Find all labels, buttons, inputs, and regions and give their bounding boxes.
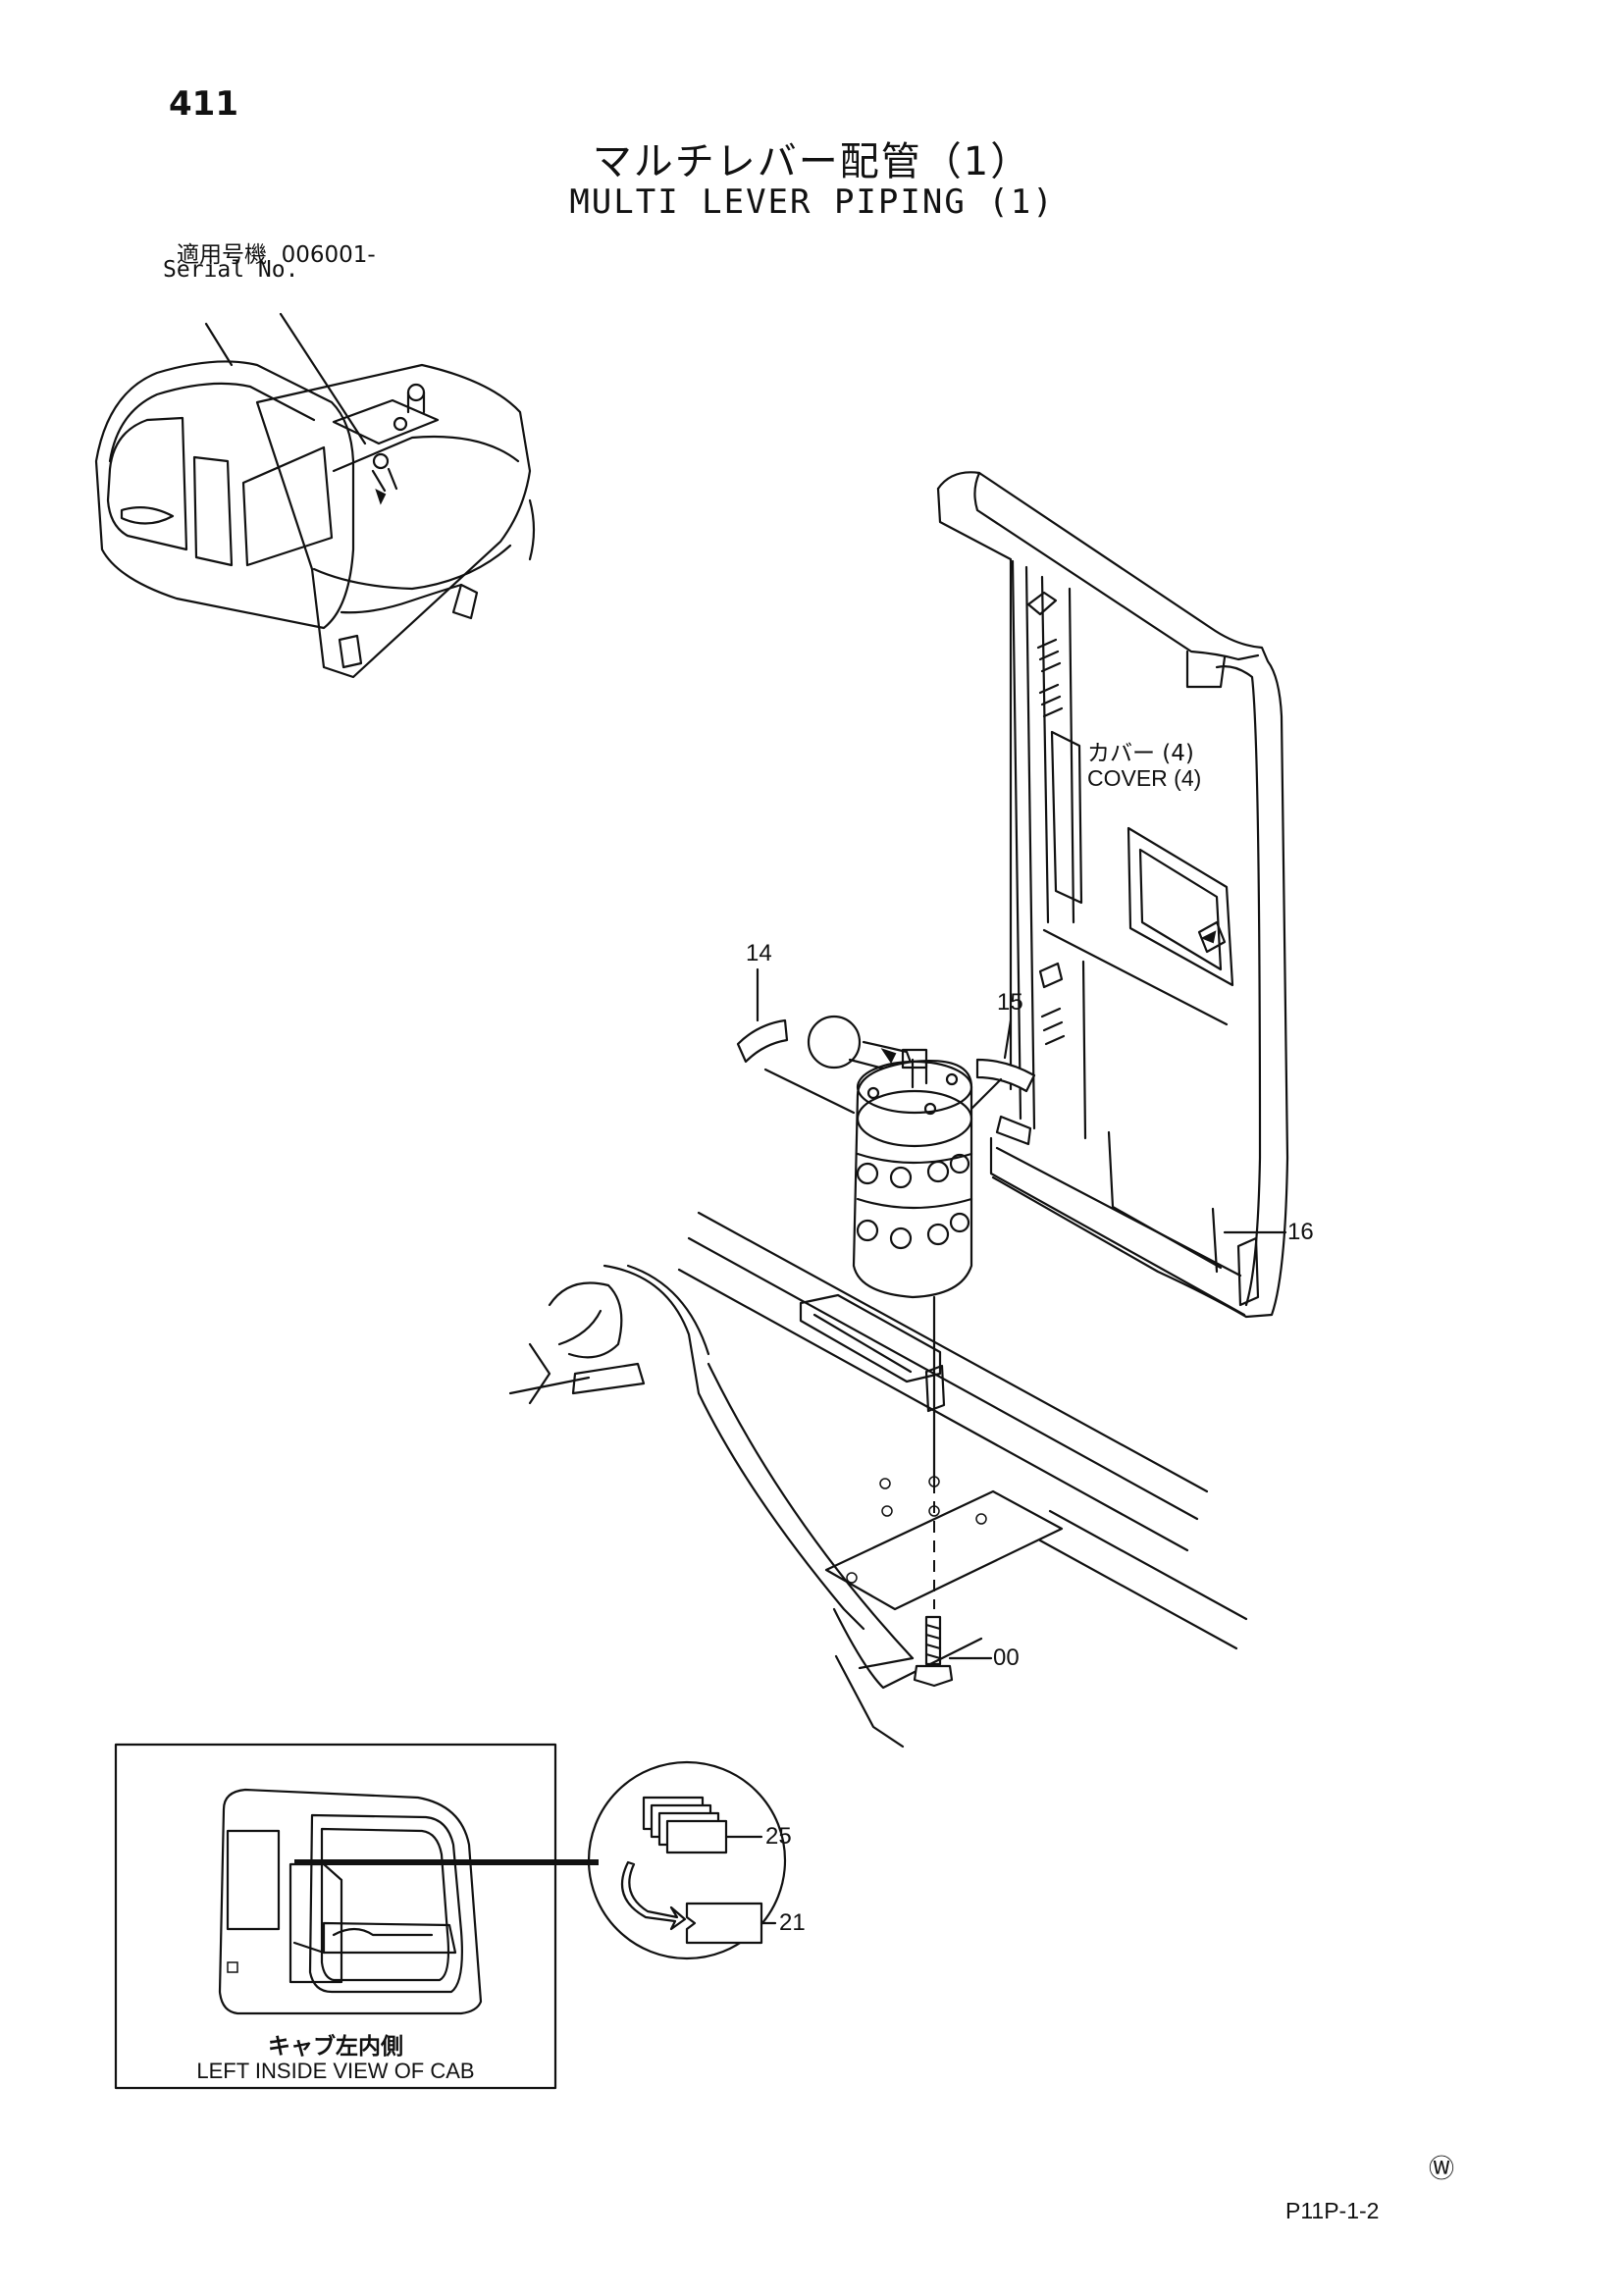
excavator-overview-drawing xyxy=(94,312,536,679)
cab-inset-drawing xyxy=(114,1743,787,2090)
page-code: P11P-1-2 xyxy=(1285,2198,1380,2223)
rail-fastener-group xyxy=(1026,591,1066,1046)
clip-15 xyxy=(975,1058,1036,1093)
mounting-bolt xyxy=(913,1615,993,1688)
inset-caption-jp: キャブ左内側 xyxy=(268,2034,403,2060)
callout-15: 15 xyxy=(997,989,1023,1016)
callout-25: 25 xyxy=(765,1823,792,1850)
console-cover-drawing xyxy=(936,471,1289,1319)
clip-14 xyxy=(736,1018,789,1064)
valve-port-group xyxy=(856,1152,973,1250)
title-japanese: マルチレバー配管（1） xyxy=(592,139,1032,184)
serial-label-jp: 適用号機 xyxy=(177,242,267,268)
callout-21: 21 xyxy=(779,1909,806,1936)
callout-16: 16 xyxy=(1287,1219,1314,1245)
cover-label-en: COVER (4) xyxy=(1087,765,1202,791)
cover-label-jp: カバー (4) xyxy=(1087,741,1194,766)
serial-label-en: Serial No. xyxy=(163,257,299,283)
inset-caption-en: LEFT INSIDE VIEW OF CAB xyxy=(196,2059,475,2083)
label-stack-25 xyxy=(642,1796,763,1854)
title-english: MULTI LEVER PIPING (1) xyxy=(569,183,1055,222)
serial-value: 006001- xyxy=(281,242,376,268)
serial-applicability: 適用号機 006001- xyxy=(177,235,376,269)
w-mark-icon: Ⓦ xyxy=(1429,2155,1455,2184)
multi-lever-valve-drawing xyxy=(736,967,1036,1609)
curved-arrow-icon xyxy=(620,1860,687,1931)
callout-14: 14 xyxy=(746,940,772,966)
floor-frame-drawing xyxy=(508,1211,1248,1748)
label-plate-21 xyxy=(685,1902,777,1945)
page-number: 411 xyxy=(169,84,238,124)
callout-00: 00 xyxy=(993,1644,1020,1671)
